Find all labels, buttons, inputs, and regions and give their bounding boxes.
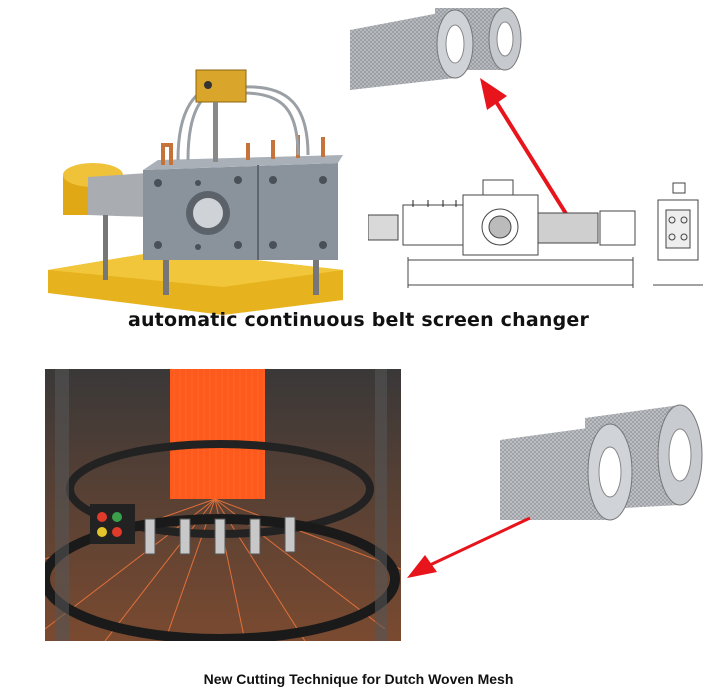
mesh-roll-image-bottom (500, 404, 703, 521)
technical-drawing-image (368, 179, 703, 288)
circular-loom-photo (45, 369, 401, 641)
red-arrow-icon (407, 516, 531, 578)
red-arrow-icon (480, 78, 572, 222)
mesh-roll-image-top (350, 7, 522, 90)
caption-screen-changer: automatic continuous belt screen changer (127, 309, 590, 331)
screen-changer-machine-image (48, 69, 343, 315)
caption-dutch-woven-mesh: New Cutting Technique for Dutch Woven Me… (203, 671, 514, 687)
